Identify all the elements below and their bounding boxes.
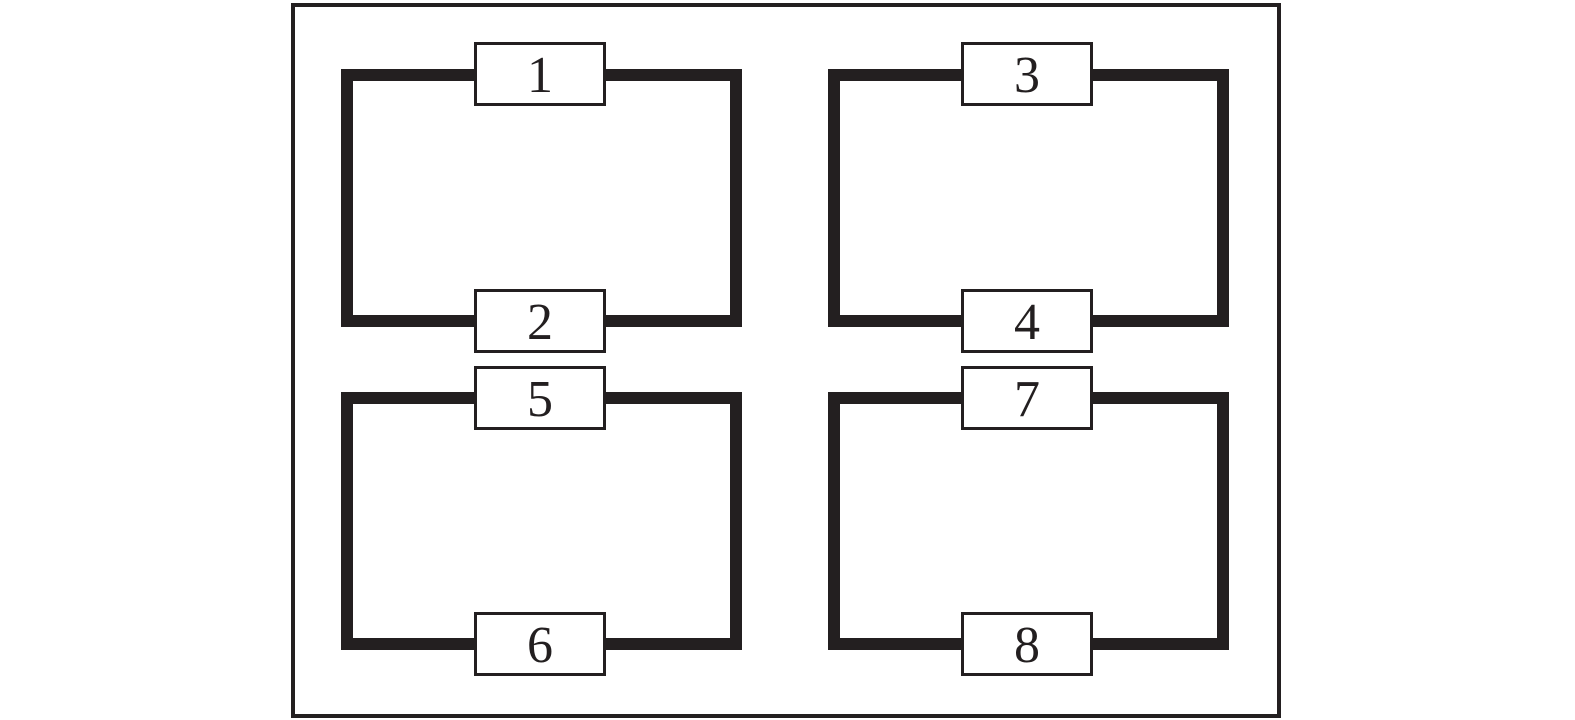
- component-2-label: 2: [527, 294, 553, 351]
- component-4: 4: [961, 289, 1093, 353]
- component-3-label: 3: [1014, 47, 1040, 104]
- component-2: 2: [474, 289, 606, 353]
- component-8-label: 8: [1014, 617, 1040, 674]
- component-8: 8: [961, 612, 1093, 676]
- component-7-label: 7: [1014, 371, 1040, 428]
- component-1: 1: [474, 42, 606, 106]
- component-5: 5: [474, 366, 606, 430]
- component-5-label: 5: [527, 371, 553, 428]
- diagram-frame: [291, 3, 1281, 718]
- component-6: 6: [474, 612, 606, 676]
- component-4-label: 4: [1014, 294, 1040, 351]
- component-1-label: 1: [527, 47, 553, 104]
- component-6-label: 6: [527, 617, 553, 674]
- component-7: 7: [961, 366, 1093, 430]
- component-3: 3: [961, 42, 1093, 106]
